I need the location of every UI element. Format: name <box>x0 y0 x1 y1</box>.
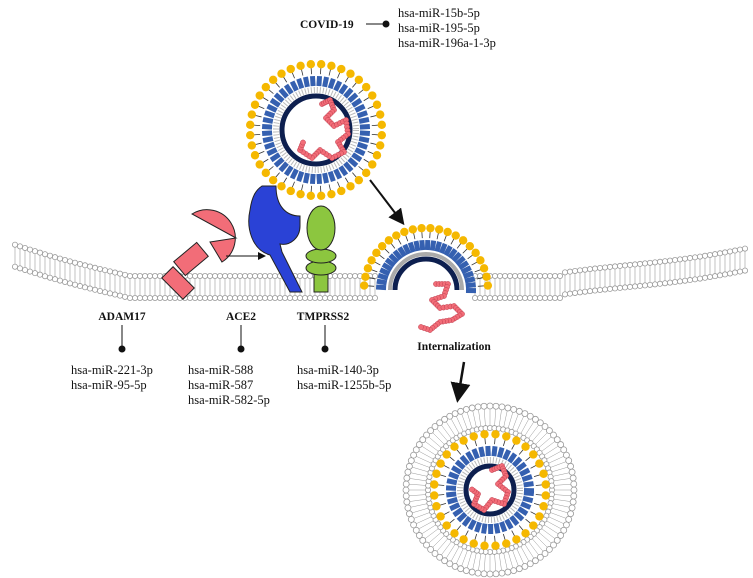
virus-particle <box>246 60 386 200</box>
internalized-virus-particle <box>430 430 550 550</box>
tmprss2-mirna-connector <box>321 325 329 353</box>
adam17-receptor-icon <box>161 209 238 300</box>
released-viral-rna <box>418 281 465 333</box>
covid-mirna-3: hsa-miR-196a-1-3p <box>398 36 496 50</box>
ace2-label: ACE2 <box>226 311 256 323</box>
adam17-label: ADAM17 <box>98 311 146 323</box>
covid-mirna-2: hsa-miR-195-5p <box>398 21 480 35</box>
ace2-mirna-connector <box>237 325 245 353</box>
covid-mirna-connector <box>366 20 390 28</box>
virus-budding-particle <box>359 223 493 294</box>
virus-to-membrane-arrow <box>369 179 405 226</box>
tmprss2-label: TMPRSS2 <box>297 311 350 323</box>
internalization-label: Internalization <box>417 341 491 353</box>
ace2-mirna-3: hsa-miR-582-5p <box>188 393 270 407</box>
tmprss2-receptor-icon <box>305 205 337 293</box>
tmprss2-mirna-1: hsa-miR-140-3p <box>297 363 379 377</box>
ace2-receptor-icon <box>248 185 303 293</box>
ace2-mirna-1: hsa-miR-588 <box>188 363 253 377</box>
covid-label: COVID-19 <box>300 19 354 31</box>
endosome-vesicle-membrane <box>402 402 578 578</box>
adam17-mirna-connector <box>118 325 126 353</box>
adam17-mirna-1: hsa-miR-221-3p <box>71 363 153 377</box>
tmprss2-mirna-2: hsa-miR-1255b-5p <box>297 378 391 392</box>
covid-mirna-1: hsa-miR-15b-5p <box>398 6 480 20</box>
cell-membrane <box>11 241 749 301</box>
ace2-mirna-2: hsa-miR-587 <box>188 378 253 392</box>
adam17-mirna-2: hsa-miR-95-5p <box>71 378 147 392</box>
internalization-arrow <box>450 361 471 403</box>
